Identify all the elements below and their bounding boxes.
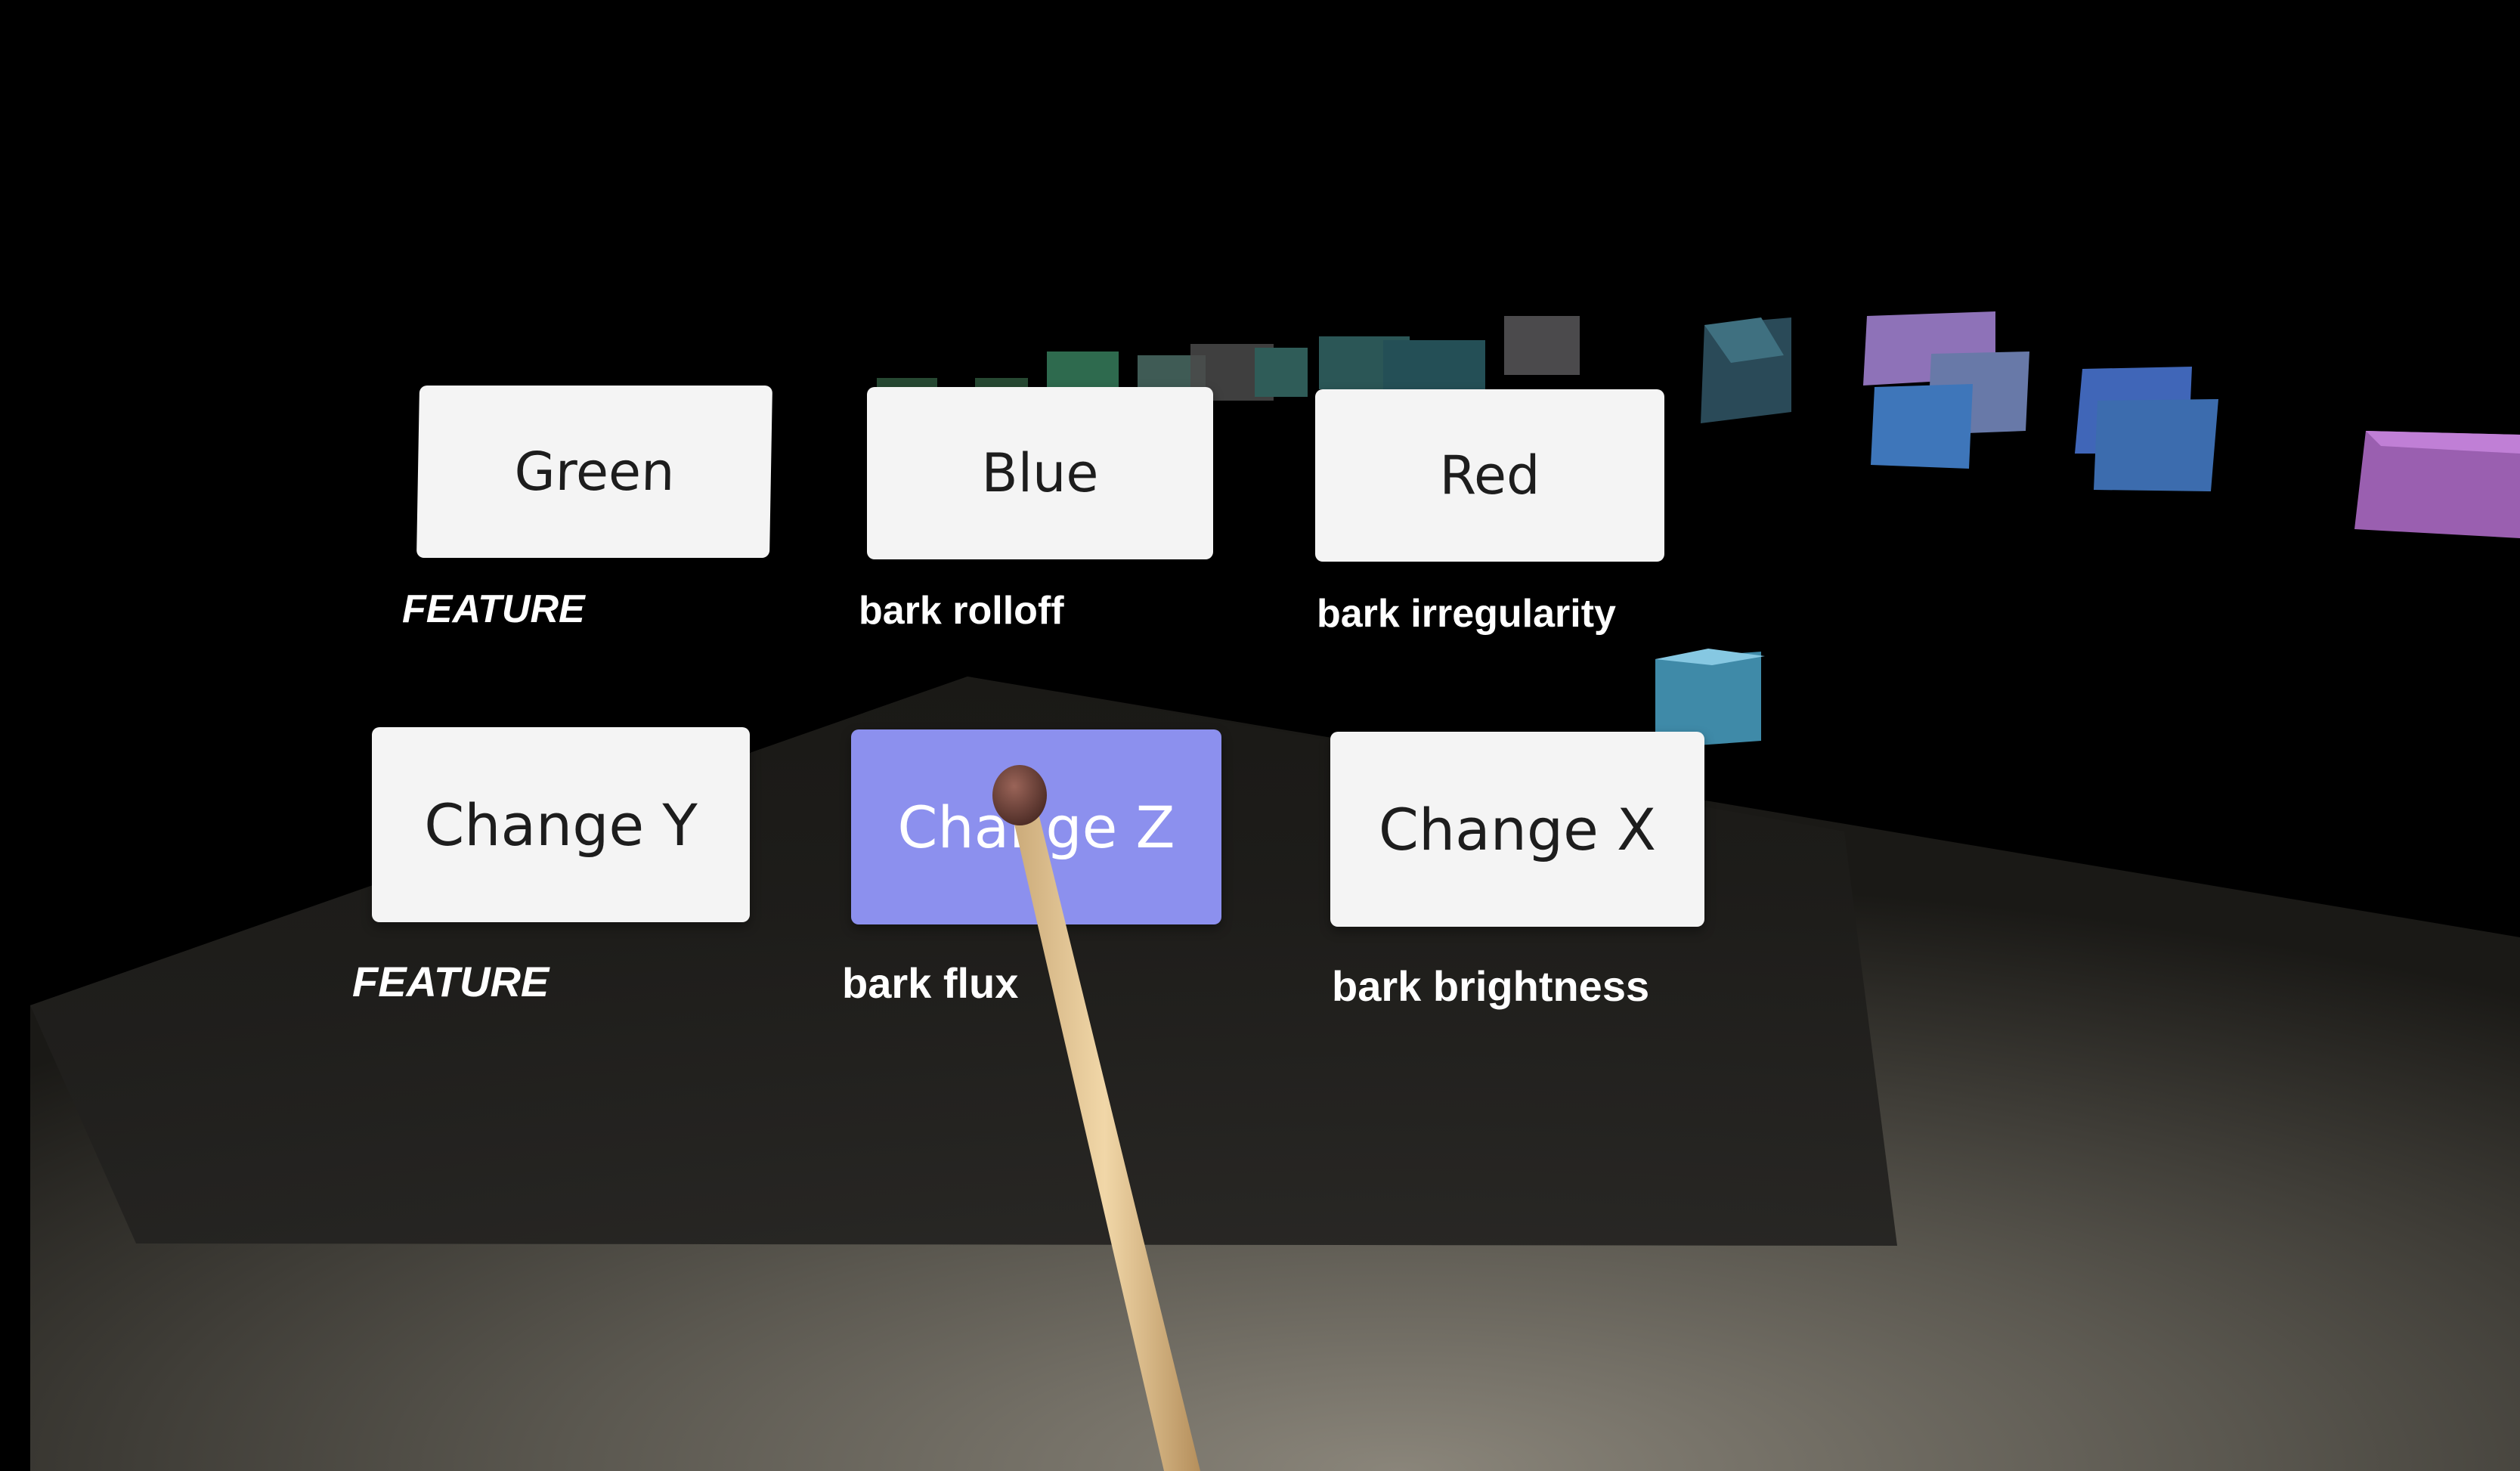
feature-caption-row1: FEATURE bbox=[402, 587, 585, 631]
bark-rolloff-caption: bark rolloff bbox=[859, 589, 1064, 633]
red-color-button[interactable]: Red bbox=[1315, 389, 1664, 562]
green-color-button[interactable]: Green bbox=[416, 386, 772, 558]
button-label: Change Z bbox=[897, 793, 1175, 861]
change-y-button[interactable]: Change Y bbox=[372, 727, 750, 922]
bark-irregularity-caption: bark irregularity bbox=[1317, 592, 1616, 636]
blue-color-button[interactable]: Blue bbox=[867, 387, 1213, 559]
feature-caption-row2: FEATURE bbox=[352, 958, 550, 1005]
button-label: Change X bbox=[1378, 795, 1657, 863]
change-x-button[interactable]: Change X bbox=[1330, 732, 1704, 927]
change-z-button[interactable]: Change Z bbox=[851, 729, 1221, 924]
button-label: Red bbox=[1439, 444, 1540, 506]
bark-flux-caption: bark flux bbox=[842, 959, 1019, 1007]
button-label: Change Y bbox=[424, 791, 698, 859]
button-label: Green bbox=[513, 441, 676, 503]
button-label: Blue bbox=[981, 442, 1099, 504]
bark-brightness-caption: bark brightness bbox=[1332, 962, 1650, 1010]
cube-icon bbox=[877, 311, 2520, 748]
